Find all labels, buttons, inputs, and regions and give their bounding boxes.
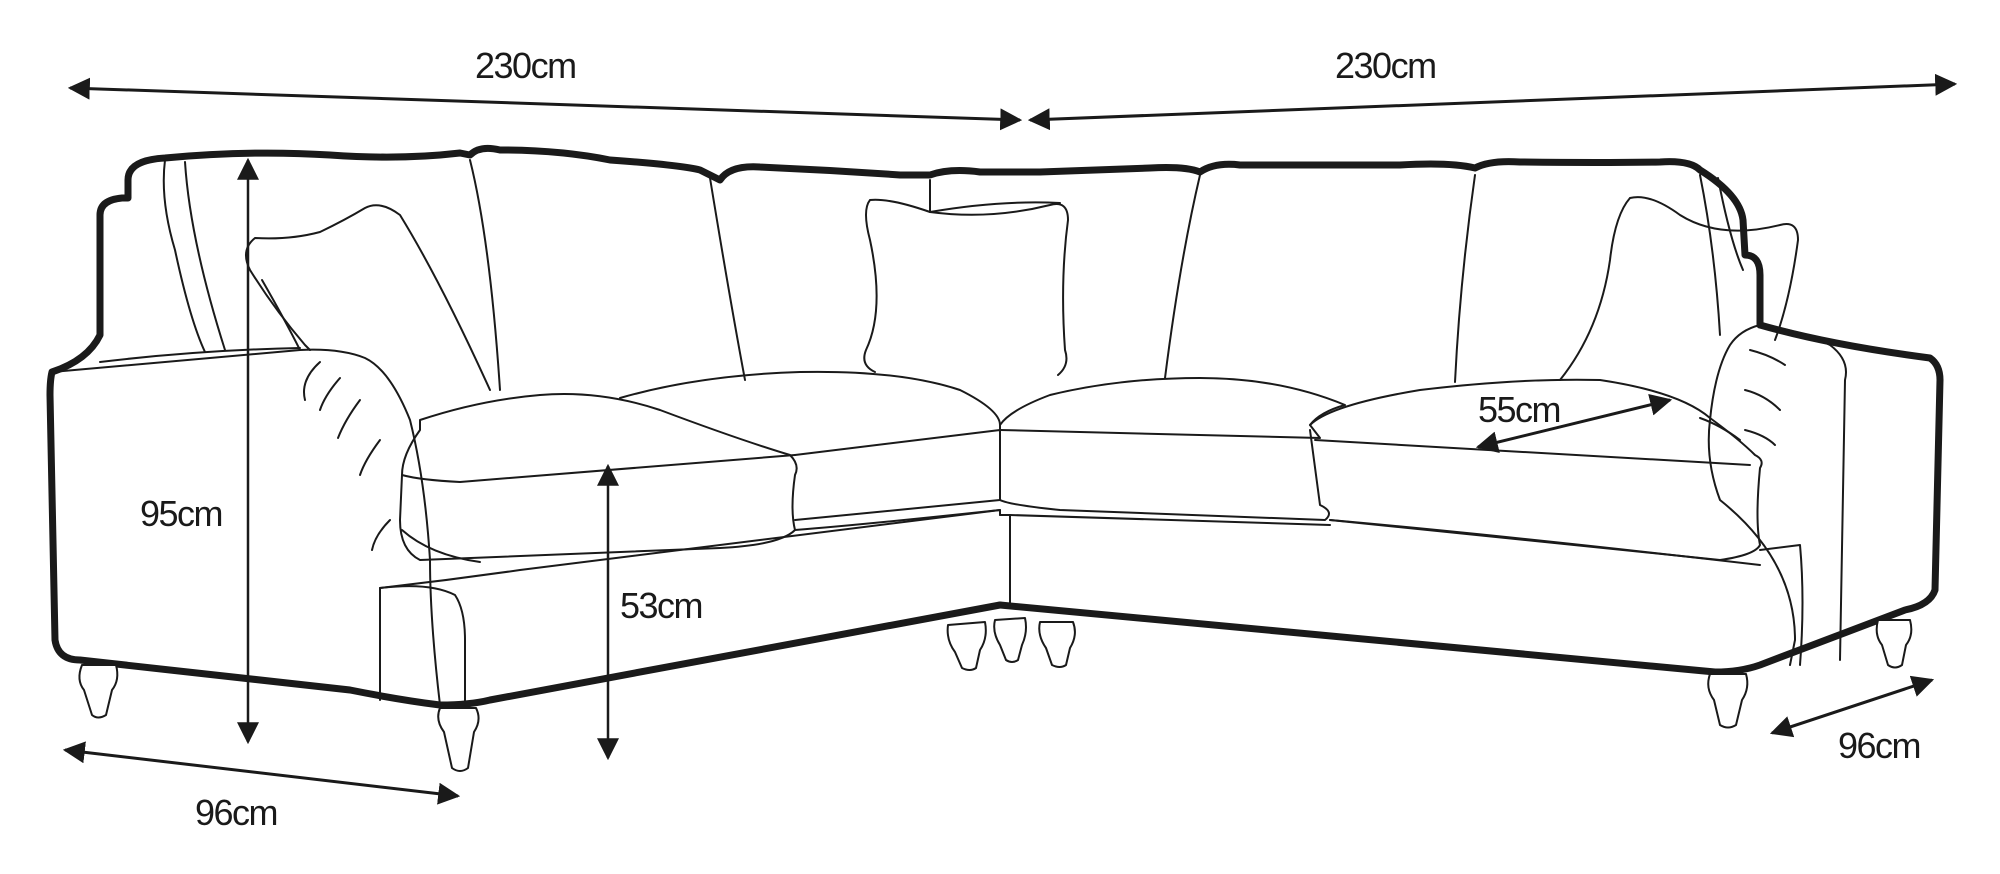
label-left-depth: 96cm: [195, 792, 277, 833]
label-seat-depth: 55cm: [1478, 389, 1560, 430]
sofa-illustration: [46, 144, 1944, 772]
dimension-line-right-depth: [1769, 675, 1935, 738]
dimension-annotations: 230cm 230cm 95cm 53cm 55cm 96cm 96cm: [62, 45, 1958, 833]
right-back-outline: [1036, 158, 1764, 329]
right-arm-outline: [996, 321, 1944, 676]
label-seat-height: 53cm: [620, 585, 702, 626]
corner-back-cushion: [929, 201, 1061, 213]
left-seat-cushion-1: [399, 393, 798, 561]
left-seat-cushion-2: [619, 370, 1001, 521]
left-arm-outline: [46, 251, 1004, 709]
dimension-line-seat-depth: [1475, 394, 1673, 453]
dimension-line-right-width: [1027, 73, 1958, 131]
label-right-width: 230cm: [1335, 45, 1436, 86]
label-right-depth: 96cm: [1838, 725, 1920, 766]
dimension-line-left-depth: [62, 741, 461, 805]
scatter-cushion-right: [1559, 196, 1799, 381]
dimension-line-left-width: [67, 77, 1023, 131]
left-back-outline: [96, 144, 1044, 259]
right-seat-cushion-1: [999, 377, 1346, 439]
label-overall-height: 95cm: [140, 493, 222, 534]
scatter-cushion-left: [245, 204, 491, 391]
scatter-cushion-middle: [863, 198, 1069, 376]
label-left-width: 230cm: [475, 45, 576, 86]
sofa-legs: [78, 617, 1913, 772]
